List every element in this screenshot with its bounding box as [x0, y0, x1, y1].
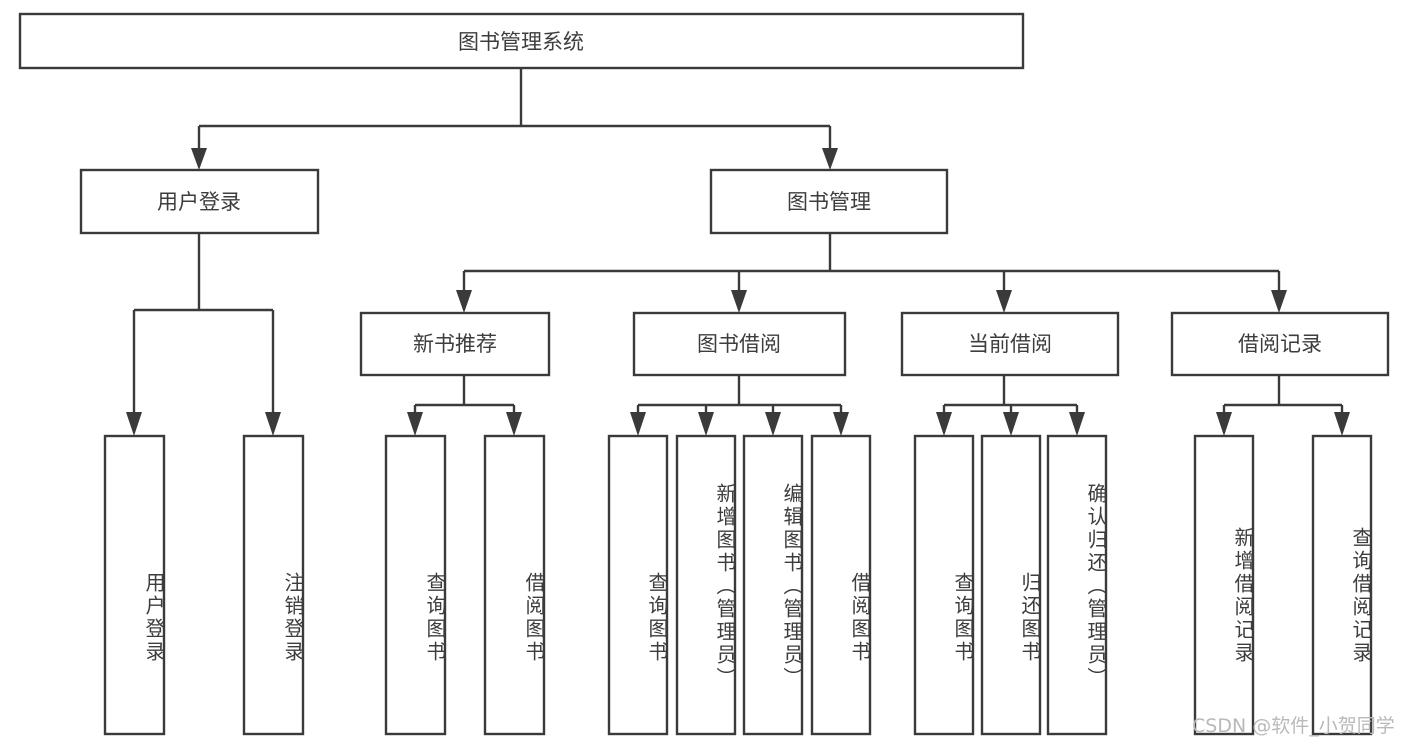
leaf-box-query-book-recommend[interactable]: [384, 434, 447, 736]
node-root-system[interactable]: [18, 12, 1025, 70]
node-current-borrow-label: 当前借阅: [968, 332, 1052, 356]
leaf-box-confirm-return-admin[interactable]: [1046, 434, 1108, 736]
leaf-box-add-borrow-record[interactable]: [1193, 434, 1255, 736]
node-user-login[interactable]: [79, 168, 320, 235]
node-root-system-label: 图书管理系统: [458, 30, 584, 54]
connector-userlogin-to-leaves: [126, 233, 281, 436]
leaf-box-borrow-book-recommend[interactable]: [483, 434, 546, 736]
node-book-management-label: 图书管理: [787, 190, 871, 214]
leaf-label-return-book: 归还图书: [1018, 572, 1042, 664]
leaf-label-confirm-return-admin: 确认归还（管理员）: [1084, 483, 1108, 690]
node-borrow-record-label: 借阅记录: [1238, 332, 1322, 356]
leaf-label-query-book-recommend: 查询图书: [423, 572, 447, 664]
leaf-box-logout[interactable]: [242, 434, 305, 736]
leaf-label-logout: 注销登录: [281, 572, 305, 664]
leaf-label-query-book-current: 查询图书: [951, 572, 975, 664]
leaf-box-query-book-current[interactable]: [913, 434, 975, 736]
node-user-login-label: 用户登录: [157, 190, 241, 214]
leaf-label-user-login: 用户登录: [142, 572, 166, 664]
node-book-borrow[interactable]: [632, 311, 847, 377]
leaf-box-edit-book-admin[interactable]: [742, 434, 804, 736]
leaf-label-query-borrow-record: 查询借阅记录: [1349, 527, 1373, 665]
connector-root-to-level2: [191, 68, 838, 170]
leaf-box-return-book[interactable]: [980, 434, 1042, 736]
leaf-label-edit-book-admin: 编辑图书（管理员）: [780, 483, 804, 690]
node-book-management[interactable]: [709, 168, 949, 235]
leaf-label-borrow-book-recommend: 借阅图书: [522, 572, 546, 664]
leaf-label-add-borrow-record: 新增借阅记录: [1231, 527, 1255, 665]
leaf-label-borrow-book: 借阅图书: [848, 572, 872, 664]
node-book-borrow-label: 图书借阅: [697, 332, 781, 356]
leaf-label-add-book-admin: 新增图书（管理员）: [713, 483, 737, 690]
leaf-box-query-borrow-record[interactable]: [1311, 434, 1373, 736]
leaf-box-query-book-borrow[interactable]: [607, 434, 669, 736]
node-borrow-record[interactable]: [1170, 311, 1390, 377]
node-new-book-recommend-label: 新书推荐: [413, 332, 497, 356]
leaf-box-user-login[interactable]: [103, 434, 166, 736]
connector-newbook-to-leaves: [407, 375, 522, 436]
leaf-label-query-book-borrow: 查询图书: [645, 572, 669, 664]
connector-bookmgmt-to-level3: [456, 233, 1287, 313]
csdn-watermark: CSDN @软件_小贺同学: [1192, 715, 1395, 737]
connector-borrowrecord-to-leaves: [1216, 375, 1350, 436]
node-current-borrow[interactable]: [900, 311, 1120, 377]
leaf-box-add-book-admin[interactable]: [675, 434, 737, 736]
leaf-box-borrow-book[interactable]: [810, 434, 872, 736]
connector-currentborrow-to-leaves: [936, 375, 1085, 436]
node-new-book-recommend[interactable]: [359, 311, 551, 377]
connector-bookborrow-to-leaves: [630, 375, 849, 436]
